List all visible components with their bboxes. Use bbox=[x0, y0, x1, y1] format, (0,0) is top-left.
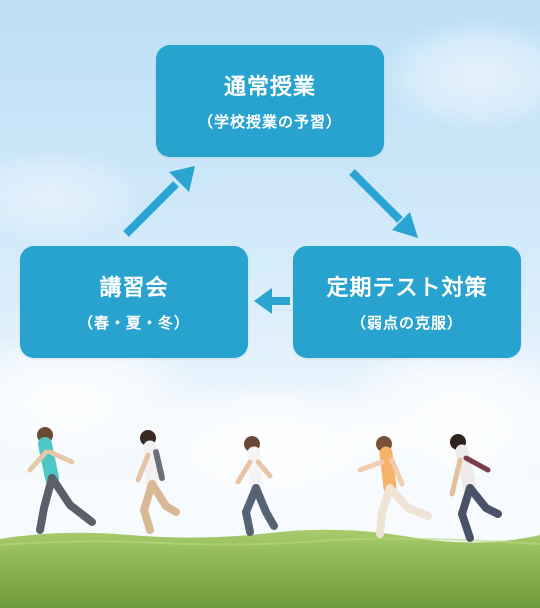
runner-figure bbox=[449, 434, 502, 542]
step-title: 定期テスト対策 bbox=[326, 276, 488, 301]
step-subtitle: （学校授業の予習） bbox=[197, 113, 342, 131]
cycle-step-regular-class: 通常授業 （学校授業の予習） bbox=[156, 45, 384, 157]
runner-figure bbox=[235, 436, 278, 536]
runner-figure bbox=[357, 436, 432, 538]
cloud bbox=[0, 150, 140, 240]
arrow-left-icon bbox=[254, 288, 290, 314]
arrow-down-right-icon bbox=[349, 169, 418, 238]
cloud bbox=[330, 340, 540, 490]
step-subtitle: （春・夏・冬） bbox=[77, 314, 190, 332]
arrow-up-right-icon bbox=[123, 166, 195, 237]
cloud bbox=[380, 20, 540, 130]
cycle-step-exam-prep: 定期テスト対策 （弱点の克服） bbox=[293, 246, 521, 358]
step-subtitle: （弱点の克服） bbox=[350, 314, 463, 332]
step-title: 通常授業 bbox=[223, 75, 316, 100]
step-title: 講習会 bbox=[99, 276, 169, 301]
grass-field bbox=[0, 529, 540, 608]
runner-figure bbox=[27, 427, 96, 534]
cycle-step-seasonal-course: 講習会 （春・夏・冬） bbox=[20, 246, 248, 358]
runner-figure bbox=[135, 430, 180, 534]
